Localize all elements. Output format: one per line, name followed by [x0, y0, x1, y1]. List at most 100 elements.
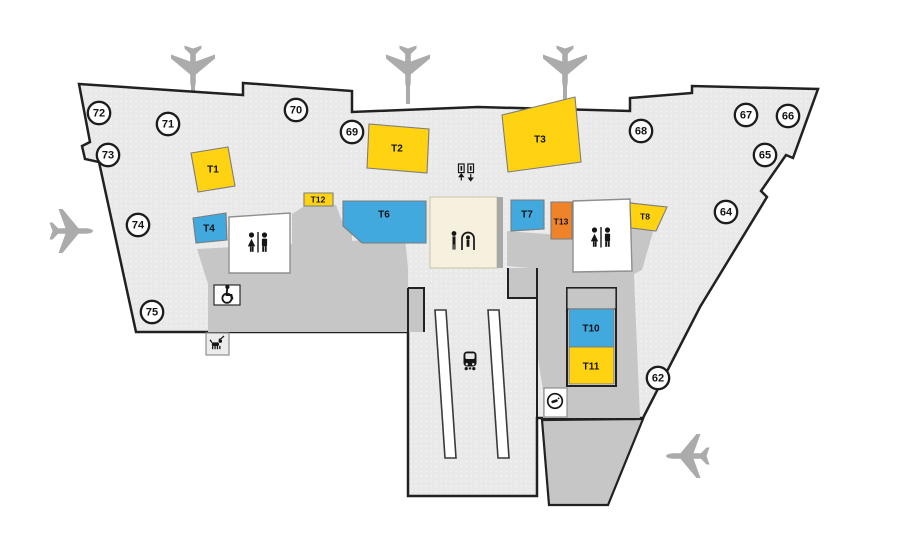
- tenant-T3: T3: [501, 96, 582, 173]
- gate-70: 70: [283, 97, 309, 123]
- gate-69-circle: [339, 119, 365, 145]
- gate-75-label: 75: [146, 306, 158, 318]
- gate-64: 64: [713, 199, 739, 225]
- escalator-ramp: [434, 309, 457, 459]
- escalator-icon: [457, 163, 475, 182]
- gate-66: 66: [775, 103, 801, 129]
- gate-67-label: 67: [740, 109, 752, 121]
- airplanes-layer: [49, 45, 710, 478]
- restroom-icon: [590, 227, 611, 248]
- tenant-T6: T6: [342, 200, 427, 244]
- train-ramps-layer: [434, 309, 510, 459]
- airplane-icon: [543, 45, 587, 89]
- tenant-T10: T10: [568, 308, 615, 348]
- tenant-T6-label: T6: [378, 210, 390, 221]
- airplane-icon: [386, 45, 430, 89]
- gate-71-label: 71: [162, 118, 174, 130]
- tenant-T13-block: [550, 201, 573, 240]
- gate-67: 67: [733, 102, 759, 128]
- tenant-T1-label: T1: [207, 165, 219, 176]
- gate-66-circle: [775, 103, 801, 129]
- tenant-T4-block: [192, 212, 228, 244]
- gate-68-circle: [628, 118, 654, 144]
- escalator-ramp: [487, 309, 510, 459]
- inner-wall: [507, 268, 537, 299]
- tenant-T3-block: [501, 96, 582, 173]
- gate-69: 69: [339, 119, 365, 145]
- tenant-T4-label: T4: [203, 224, 215, 235]
- gate-72-circle: [86, 100, 112, 126]
- restroom-icon: [247, 232, 268, 253]
- gate-71-circle: [155, 111, 181, 137]
- tenant-T8-label: T8: [640, 211, 650, 221]
- gate-65: 65: [752, 142, 778, 168]
- airplane-icon: [49, 209, 93, 253]
- amenity-icons-layer: [209, 163, 611, 410]
- tenant-T10-label: T10: [582, 324, 600, 335]
- gate-73: 73: [95, 142, 121, 168]
- tenant-T2-block: [366, 123, 430, 174]
- airplane-icon: [171, 45, 215, 89]
- tenant-T8: T8: [629, 202, 668, 232]
- tenant-T6-block: [342, 200, 427, 244]
- tenant-T4: T4: [192, 212, 228, 244]
- tenant-T1: T1: [190, 146, 236, 193]
- pet-icon: [209, 335, 225, 350]
- inner-walls-layer: [407, 268, 538, 418]
- gate-75-circle: [139, 299, 165, 325]
- gate-64-label: 64: [720, 206, 733, 218]
- tenant-T3-label: T3: [534, 135, 546, 146]
- gate-67-circle: [733, 102, 759, 128]
- wheelchair-icon: [221, 284, 234, 304]
- gate-72-label: 72: [93, 107, 105, 119]
- retail-block-top: [566, 287, 617, 310]
- gate-68-label: 68: [635, 125, 647, 137]
- restroom-room-right: [572, 198, 633, 273]
- service-wedge: [540, 417, 645, 507]
- train-icon: [463, 351, 477, 371]
- gate-72: 72: [86, 100, 112, 126]
- tenant-T13-label: T13: [554, 216, 569, 226]
- tenant-T12-label: T12: [311, 194, 326, 204]
- gate-73-label: 73: [102, 149, 114, 161]
- elevator-icon: [451, 231, 475, 250]
- tenant-T11-block: [568, 346, 615, 385]
- gate-64-circle: [713, 199, 739, 225]
- tenant-T7-label: T7: [521, 210, 533, 221]
- gate-68: 68: [628, 118, 654, 144]
- tenant-T12: T12: [303, 192, 334, 207]
- tenant-T12-block: [303, 192, 334, 207]
- tenant-T13: T13: [550, 201, 573, 240]
- tenant-T2-label: T2: [391, 144, 403, 155]
- gate-66-label: 66: [782, 110, 794, 122]
- tenant-T7-block: [510, 199, 545, 232]
- tenant-T1-block: [190, 146, 236, 193]
- fountain-icon: [546, 392, 564, 410]
- jet-bridge-stem: [406, 86, 410, 104]
- restroom-room-left: [228, 212, 291, 274]
- jet-bridge-stem: [563, 86, 567, 104]
- gate-62-label: 62: [652, 372, 664, 384]
- gate-73-circle: [95, 142, 121, 168]
- inner-wall: [408, 287, 425, 332]
- gate-70-label: 70: [290, 104, 302, 116]
- gate-62: 62: [645, 365, 671, 391]
- gate-65-circle: [752, 142, 778, 168]
- service-area: [508, 268, 537, 298]
- tenant-T7: T7: [510, 199, 545, 232]
- service-area: [292, 205, 352, 250]
- gate-69-label: 69: [346, 126, 358, 138]
- elevator-lobby: [429, 196, 498, 269]
- gate-62-circle: [645, 365, 671, 391]
- tenant-T11-label: T11: [583, 362, 600, 373]
- gate-75: 75: [139, 299, 165, 325]
- gate-74-circle: [125, 212, 151, 238]
- lobby-sliver: [497, 197, 503, 268]
- airplane-icon: [666, 434, 710, 478]
- tenant-T8-block: [629, 202, 668, 232]
- service-area: [408, 288, 424, 332]
